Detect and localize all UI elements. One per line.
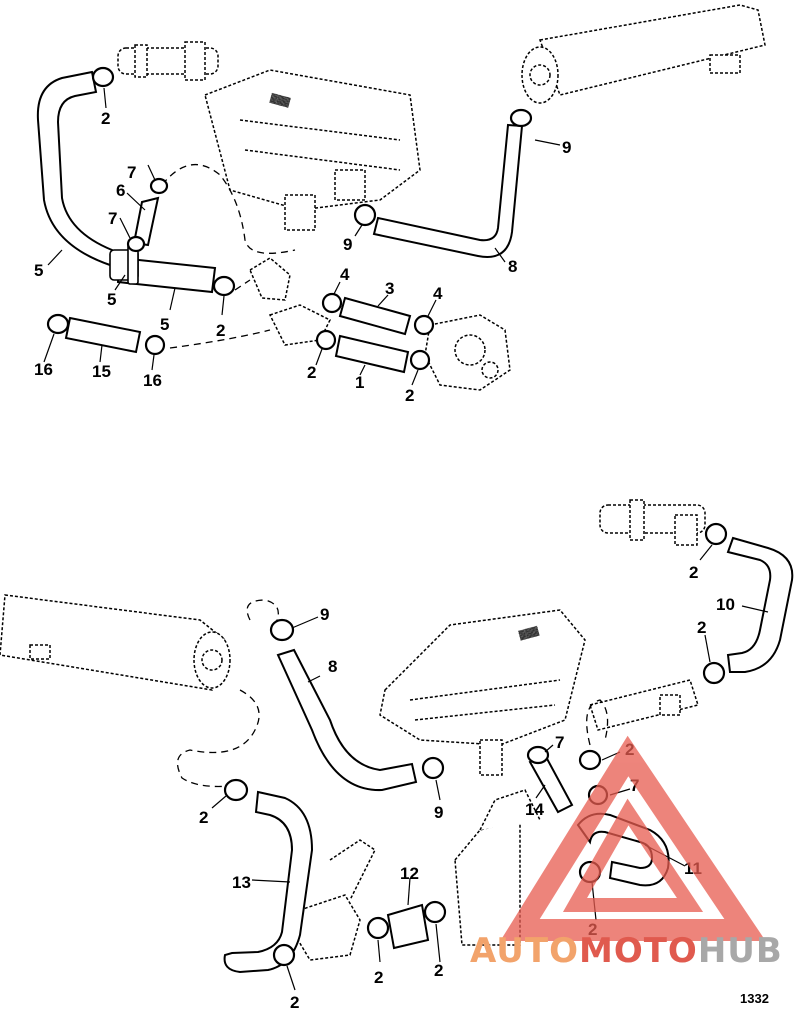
t-fitting <box>109 243 139 285</box>
callout-16: 16 <box>34 360 53 379</box>
watermark-auto: AUTO <box>470 931 579 971</box>
callout-2: 2 <box>697 618 706 637</box>
heat-exchanger-bottom-right <box>599 499 706 546</box>
bottom-assembly: ▓▓▓ <box>0 499 794 991</box>
callout-2: 2 <box>290 993 299 1012</box>
callout-2: 2 <box>199 808 208 827</box>
heat-exchanger-top-left <box>117 41 219 81</box>
callout-9: 9 <box>434 803 443 822</box>
callout-2: 2 <box>689 563 698 582</box>
callout-5: 5 <box>34 261 43 280</box>
callout-2: 2 <box>405 386 414 405</box>
heat-exchanger-top-right <box>521 4 766 104</box>
callout-12: 12 <box>400 864 419 883</box>
tube-right-bottom <box>589 679 699 731</box>
callout-4: 4 <box>433 284 443 303</box>
callout-2: 2 <box>374 968 383 987</box>
hose-12 <box>386 903 430 950</box>
callout-2: 2 <box>216 321 225 340</box>
callout-8: 8 <box>328 657 337 676</box>
hose-1 <box>334 334 410 374</box>
hose-5-long <box>36 70 127 270</box>
top-assembly: ▓▓▓ <box>36 4 766 391</box>
callout-8: 8 <box>508 257 517 276</box>
cooler-block <box>454 789 541 946</box>
callout-4: 4 <box>340 265 350 284</box>
watermark-text: AUTOMOTOHUB <box>470 931 783 971</box>
callout-2: 2 <box>434 961 443 980</box>
figure-number: 1332 <box>740 991 769 1006</box>
hose-8-bottom <box>276 648 418 792</box>
callout-6: 6 <box>116 181 125 200</box>
heat-exchanger-bottom-left <box>0 594 231 691</box>
callout-7: 7 <box>127 163 136 182</box>
manifold-top: ▓▓▓ <box>204 69 421 231</box>
watermark-moto: MOTO <box>579 931 698 971</box>
callout-5: 5 <box>107 290 116 309</box>
clamps-top <box>46 66 533 371</box>
seawater-pump-top <box>424 314 511 391</box>
callout-2: 2 <box>307 363 316 382</box>
watermark-hub: HUB <box>698 931 783 971</box>
callout-9: 9 <box>562 138 571 157</box>
seawater-pump-bottom <box>294 839 376 961</box>
leaders-top <box>43 87 561 386</box>
callout-10: 10 <box>716 595 735 614</box>
callout-9: 9 <box>320 605 329 624</box>
callout-7: 7 <box>108 209 117 228</box>
automotohub-watermark: AUTOMOTOHUB <box>470 735 783 971</box>
watermark-triangle-logo <box>500 735 766 941</box>
hose-15 <box>64 316 142 354</box>
callout-1: 1 <box>355 373 364 392</box>
manifold-bottom: ▓▓▓ <box>379 609 586 776</box>
clamps-bottom <box>223 522 728 967</box>
callout-13: 13 <box>232 873 251 892</box>
hose-3 <box>338 296 412 336</box>
callout-15: 15 <box>92 362 111 381</box>
callout-3: 3 <box>385 279 394 298</box>
callout-9: 9 <box>343 235 352 254</box>
callout-16: 16 <box>143 371 162 390</box>
hose-10 <box>726 536 794 673</box>
callout-5: 5 <box>160 315 169 334</box>
callout-14: 14 <box>525 800 544 819</box>
hose-6 <box>132 196 160 247</box>
hose-13 <box>223 790 314 974</box>
callout-2: 2 <box>101 109 110 128</box>
callout-7: 7 <box>555 733 564 752</box>
